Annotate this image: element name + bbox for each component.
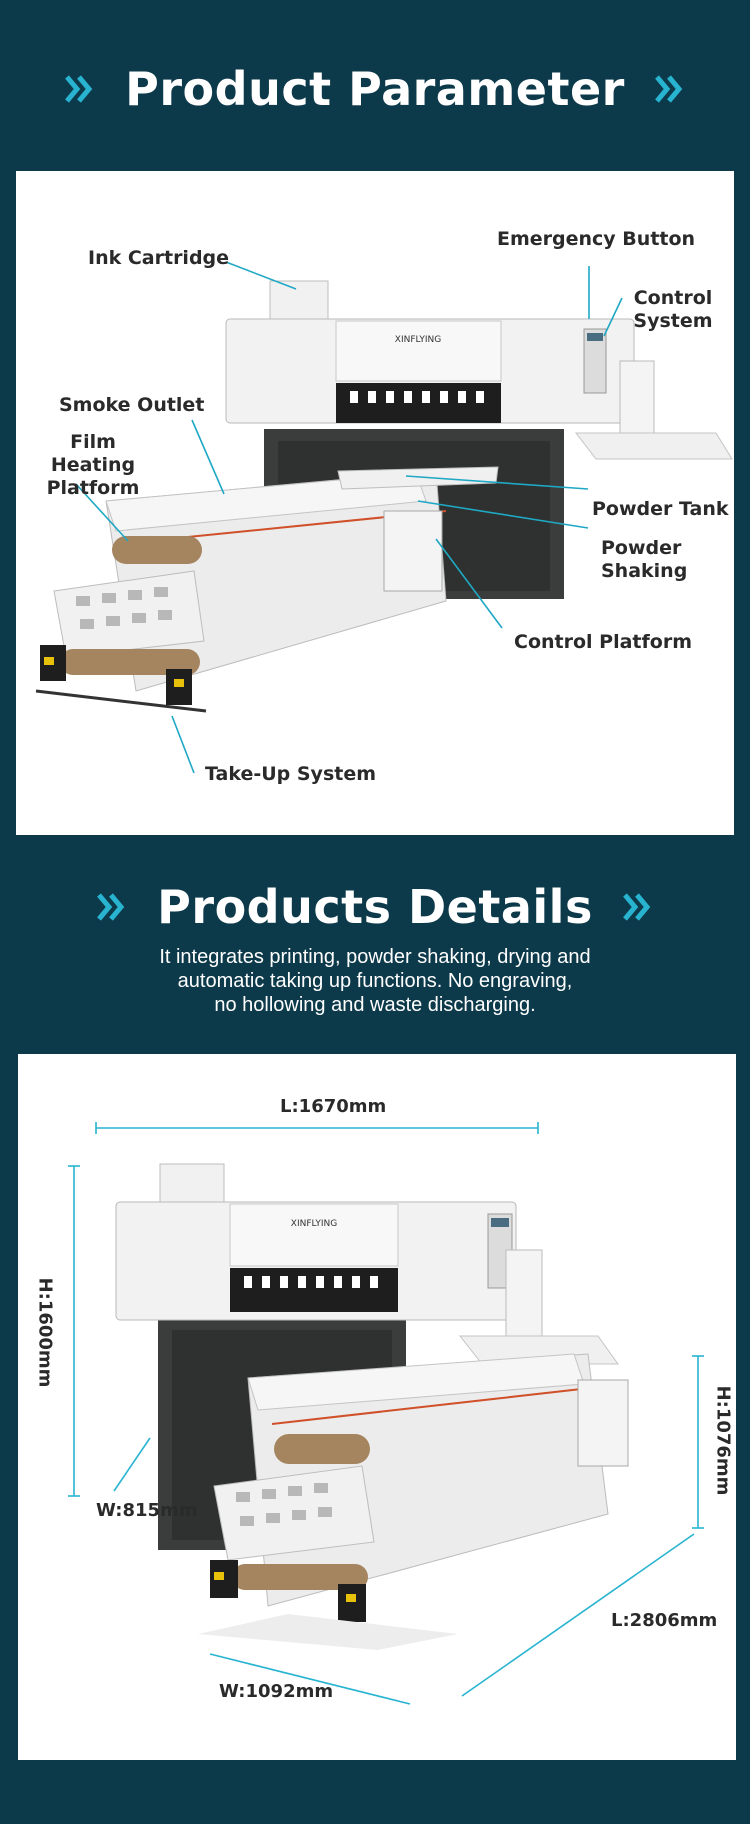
dimension-height-left: H:1600mm <box>34 1277 56 1388</box>
brand-mark: XINFLYING <box>395 335 441 345</box>
printer-dimensions-illustration: XINFLYING <box>68 1122 704 1705</box>
dimension-length-bottom: L:2806mm <box>611 1610 718 1631</box>
label-ink-cartridge: Ink Cartridge <box>88 247 230 269</box>
section-header-products-details: Products Details <box>0 880 750 934</box>
dimension-width-bottom: W:1092mm <box>219 1681 334 1702</box>
label-powder-tank: Powder Tank <box>592 498 729 520</box>
printer-illustration: XINFLYING <box>35 261 733 774</box>
section-header-product-parameter: Product Parameter <box>0 62 750 116</box>
dimension-length-top: L:1670mm <box>280 1096 387 1117</box>
label-take-up-system: Take-Up System <box>205 763 377 785</box>
product-parameter-panel: XINFLYING <box>16 171 734 835</box>
double-chevron-right-icon <box>97 893 125 921</box>
label-powder-shaking: Powder Shaking <box>601 537 688 582</box>
label-emergency-button: Emergency Button <box>497 228 696 250</box>
dimension-height-right: H:1076mm <box>712 1385 734 1496</box>
double-chevron-right-icon <box>622 893 651 921</box>
dimension-width-left: W:815mm <box>96 1500 198 1521</box>
label-control-system: Control System <box>633 287 713 332</box>
products-details-panel: XINFLYING <box>18 1054 736 1760</box>
label-control-platform: Control Platform <box>514 631 692 653</box>
brand-mark: XINFLYING <box>291 1219 337 1229</box>
product-description: It integrates printing, powder shaking, … <box>159 946 591 1016</box>
section-title: Products Details <box>157 880 593 934</box>
double-chevron-right-icon <box>65 75 93 103</box>
double-chevron-right-icon <box>654 75 683 103</box>
label-film-heating-platform: Film Heating Platform <box>46 431 140 499</box>
label-smoke-outlet: Smoke Outlet <box>59 394 205 416</box>
section-title: Product Parameter <box>125 62 625 116</box>
